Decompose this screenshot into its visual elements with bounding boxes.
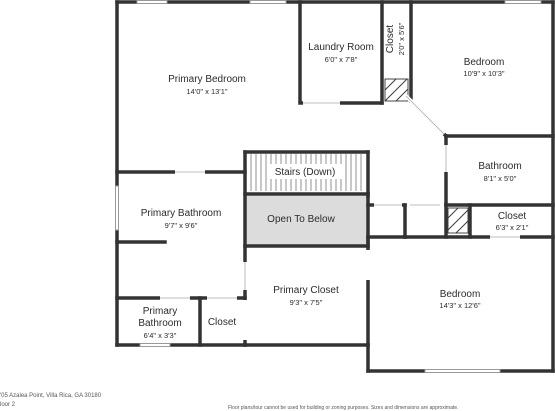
stairs-label: Stairs (Down) [275, 167, 336, 178]
primary-bathroom-small-label-line2: Bathroom [138, 318, 181, 329]
primary-bathroom-label: Primary Bathroom [141, 208, 222, 219]
footer-address: '05 Azalea Point, Villa Rica, GA 30180 [0, 393, 102, 399]
stairs-label-bg [268, 164, 342, 179]
bathroom-label: Bathroom [478, 161, 521, 172]
primary-bathroom-dims: 9'7" x 9'6" [165, 221, 198, 230]
closet-small-label: Closet [208, 317, 237, 328]
open-to-below-label: Open To Below [267, 214, 335, 225]
primary-closet-dims: 9'3" x 7'5" [290, 298, 323, 307]
hatched-chases [384, 78, 469, 234]
closet-right-label: Closet [498, 211, 527, 222]
bedroom-bottom-right-dims: 14'3" x 12'6" [439, 301, 480, 310]
bedroom-top-right-label: Bedroom [464, 57, 505, 68]
door-jambs [160, 95, 520, 299]
bathroom-dims: 8'1" x 5'0" [484, 174, 517, 183]
primary-bedroom-label: Primary Bedroom [168, 74, 246, 85]
closet-right-dims: 6'3" x 2'1" [496, 223, 529, 232]
primary-bedroom-dims: 14'0" x 13'1" [186, 87, 227, 96]
footer-disclaimer: Floor plans/tour cannot be used for buil… [228, 405, 459, 411]
bedroom-bottom-right-label: Bedroom [440, 289, 481, 300]
bedroom-top-right-dims: 10'9" x 10'3" [463, 69, 504, 78]
open-to-below-area [245, 196, 368, 246]
primary-closet-label: Primary Closet [273, 285, 339, 296]
closet-top-label: Closet [385, 25, 396, 54]
primary-bathroom-small-dims: 6'4" x 3'3" [144, 331, 177, 340]
primary-bathroom-small-label-line1: Primary [143, 306, 177, 317]
laundry-room-dims: 6'0" x 7'8" [325, 55, 358, 64]
closet-top-dims: 2'0" x 5'6" [397, 22, 406, 55]
footer-floor: loor 2 [0, 402, 16, 408]
laundry-room-label: Laundry Room [308, 42, 374, 53]
windows [115, 0, 542, 373]
